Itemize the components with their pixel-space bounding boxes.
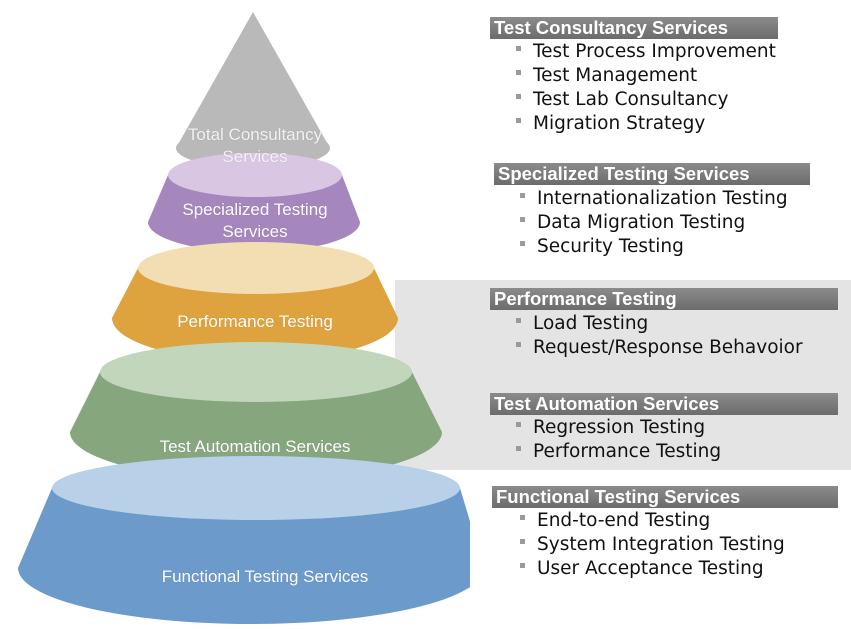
- frustum-specialized-top: [168, 153, 342, 197]
- pyramid-graphic: [18, 12, 470, 624]
- list-item: Load Testing: [516, 312, 803, 336]
- panel-header-specialized: Specialized Testing Services: [494, 163, 810, 185]
- panel-list-specialized: Internationalization Testing Data Migrat…: [520, 187, 788, 259]
- tier-specialized-shape: [148, 153, 360, 252]
- list-item-text: Request/Response Behavoior: [533, 337, 803, 358]
- list-item: Request/Response Behavoior: [516, 336, 803, 360]
- pyramid-label-performance-text: Performance Testing: [177, 312, 333, 331]
- frustum-functional-top: [52, 456, 460, 520]
- list-item-text: Test Management: [533, 65, 698, 86]
- frustum-automation: [70, 372, 442, 480]
- list-item-text: Performance Testing: [533, 441, 722, 462]
- pyramid-label-functional: Functional Testing Services: [80, 566, 450, 588]
- panel-list-functional: End-to-end Testing System Integration Te…: [520, 509, 785, 581]
- list-item-text: System Integration Testing: [537, 534, 785, 555]
- list-item: Regression Testing: [516, 416, 721, 440]
- bullet-icon: [516, 117, 521, 123]
- bullet-icon: [516, 445, 521, 451]
- list-item: User Acceptance Testing: [520, 557, 785, 581]
- bullet-icon: [516, 317, 521, 323]
- list-item-text: Security Testing: [537, 236, 684, 257]
- bullet-icon: [516, 341, 521, 347]
- list-item: Test Process Improvement: [516, 40, 776, 64]
- bullet-icon: [516, 93, 521, 99]
- frustum-automation-top: [100, 342, 412, 402]
- list-item: Test Lab Consultancy: [516, 88, 776, 112]
- list-item-text: Load Testing: [533, 313, 649, 334]
- list-item-text: Migration Strategy: [533, 113, 706, 134]
- bullet-icon: [516, 421, 521, 427]
- tier-automation-shape: [70, 342, 442, 480]
- list-item: Performance Testing: [516, 440, 721, 464]
- list-item-text: Data Migration Testing: [537, 212, 746, 233]
- pyramid-label-performance: Performance Testing: [130, 311, 380, 333]
- bullet-icon: [520, 240, 525, 246]
- list-item: Migration Strategy: [516, 112, 776, 136]
- list-item: System Integration Testing: [520, 533, 785, 557]
- highlight-band: [395, 280, 851, 470]
- list-item: Internationalization Testing: [520, 187, 788, 211]
- bullet-icon: [520, 216, 525, 222]
- list-item-text: Regression Testing: [533, 417, 706, 438]
- tier-functional-shape: [18, 456, 470, 624]
- bullet-icon: [520, 562, 525, 568]
- list-item-text: Test Lab Consultancy: [533, 89, 729, 110]
- pyramid-label-functional-text: Functional Testing Services: [161, 567, 369, 586]
- panel-header-consultancy: Test Consultancy Services: [490, 17, 778, 39]
- panel-list-automation: Regression Testing Performance Testing: [516, 416, 721, 464]
- panel-list-performance: Load Testing Request/Response Behavoior: [516, 312, 803, 360]
- bullet-icon: [520, 192, 525, 198]
- panel-header-automation: Test Automation Services: [490, 393, 838, 415]
- bullet-icon: [520, 538, 525, 544]
- list-item: Data Migration Testing: [520, 211, 788, 235]
- bullet-icon: [516, 45, 521, 51]
- pyramid-label-consultancy: Total Consultancy Services: [170, 124, 340, 168]
- bullet-icon: [516, 69, 521, 75]
- list-item-text: Internationalization Testing: [537, 188, 788, 209]
- list-item: End-to-end Testing: [520, 509, 785, 533]
- pyramid-label-specialized: Specialized Testing Services: [150, 199, 360, 243]
- list-item: Test Management: [516, 64, 776, 88]
- panel-header-performance: Performance Testing: [490, 288, 838, 310]
- frustum-specialized: [148, 175, 360, 252]
- frustum-performance: [112, 268, 398, 361]
- list-item: Security Testing: [520, 235, 788, 259]
- tier-performance-shape: [112, 242, 398, 361]
- frustum-functional: [18, 488, 470, 624]
- list-item-text: Test Process Improvement: [533, 41, 776, 62]
- pyramid-label-automation-text: Test Automation Services: [159, 437, 351, 456]
- cone-consultancy: [176, 12, 330, 168]
- panel-header-functional: Functional Testing Services: [492, 486, 838, 508]
- pyramid-label-specialized-text: Specialized Testing Services: [182, 200, 328, 241]
- list-item-text: End-to-end Testing: [537, 510, 711, 531]
- list-item-text: User Acceptance Testing: [537, 558, 764, 579]
- bullet-icon: [520, 514, 525, 520]
- panel-list-consultancy: Test Process Improvement Test Management…: [516, 40, 776, 136]
- pyramid-label-consultancy-text: Total Consultancy Services: [187, 125, 323, 166]
- frustum-performance-top: [138, 242, 374, 294]
- pyramid-label-automation: Test Automation Services: [100, 436, 410, 458]
